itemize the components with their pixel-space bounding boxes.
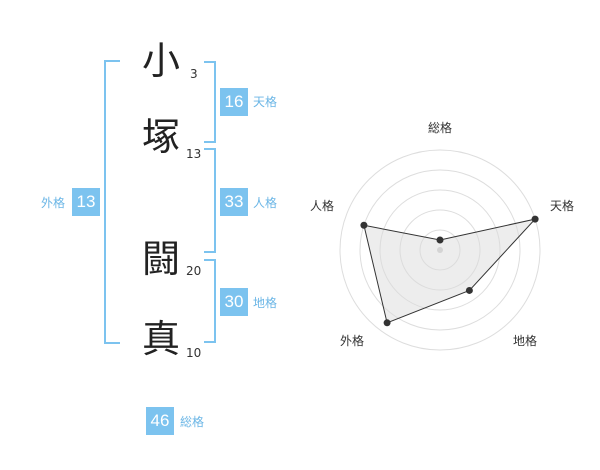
chikaku-bracket: [204, 259, 216, 343]
name-char-2: 塚: [142, 115, 181, 159]
stroke-count-3: 20: [186, 264, 202, 278]
name-char-3: 闘: [142, 237, 181, 281]
radar-point-3: [465, 286, 473, 294]
jinkaku-value: 33: [220, 188, 248, 216]
stroke-count-2: 13: [186, 147, 202, 161]
radar-point-2: [531, 215, 539, 223]
jinkaku-label: 人格: [253, 196, 278, 210]
radar-grid-ring: [339, 149, 541, 351]
name-char-1: 小: [142, 39, 181, 83]
tenkaku-label: 天格: [253, 95, 278, 109]
jinkaku-bracket: [204, 148, 216, 253]
gaikaku-label: 外格: [41, 196, 66, 210]
radar-axis-label-5: 人格: [310, 198, 334, 213]
radar-axis-label-4: 外格: [340, 333, 364, 348]
radar-data-polygon: [363, 218, 537, 324]
soukaku-label: 総格: [180, 415, 205, 429]
stroke-count-4: 10: [186, 346, 202, 360]
soukaku-value: 46: [146, 407, 174, 435]
chikaku-label: 地格: [253, 296, 278, 310]
radar-point-5: [360, 221, 368, 229]
radar-grid-ring: [359, 169, 521, 331]
tenkaku-bracket: [204, 61, 216, 143]
radar-point-4: [383, 319, 391, 327]
radar-axis-label-2: 天格: [550, 198, 574, 213]
stroke-count-1: 3: [190, 67, 198, 81]
radar-axis-label-3: 地格: [513, 333, 537, 348]
radar-point-1: [436, 236, 444, 244]
gaikaku-bracket: [104, 60, 120, 344]
chikaku-value: 30: [220, 288, 248, 316]
gaikaku-value: 13: [72, 188, 100, 216]
name-char-4: 真: [142, 317, 181, 361]
radar-axis-label-1: 総格: [428, 120, 452, 135]
tenkaku-value: 16: [220, 88, 248, 116]
